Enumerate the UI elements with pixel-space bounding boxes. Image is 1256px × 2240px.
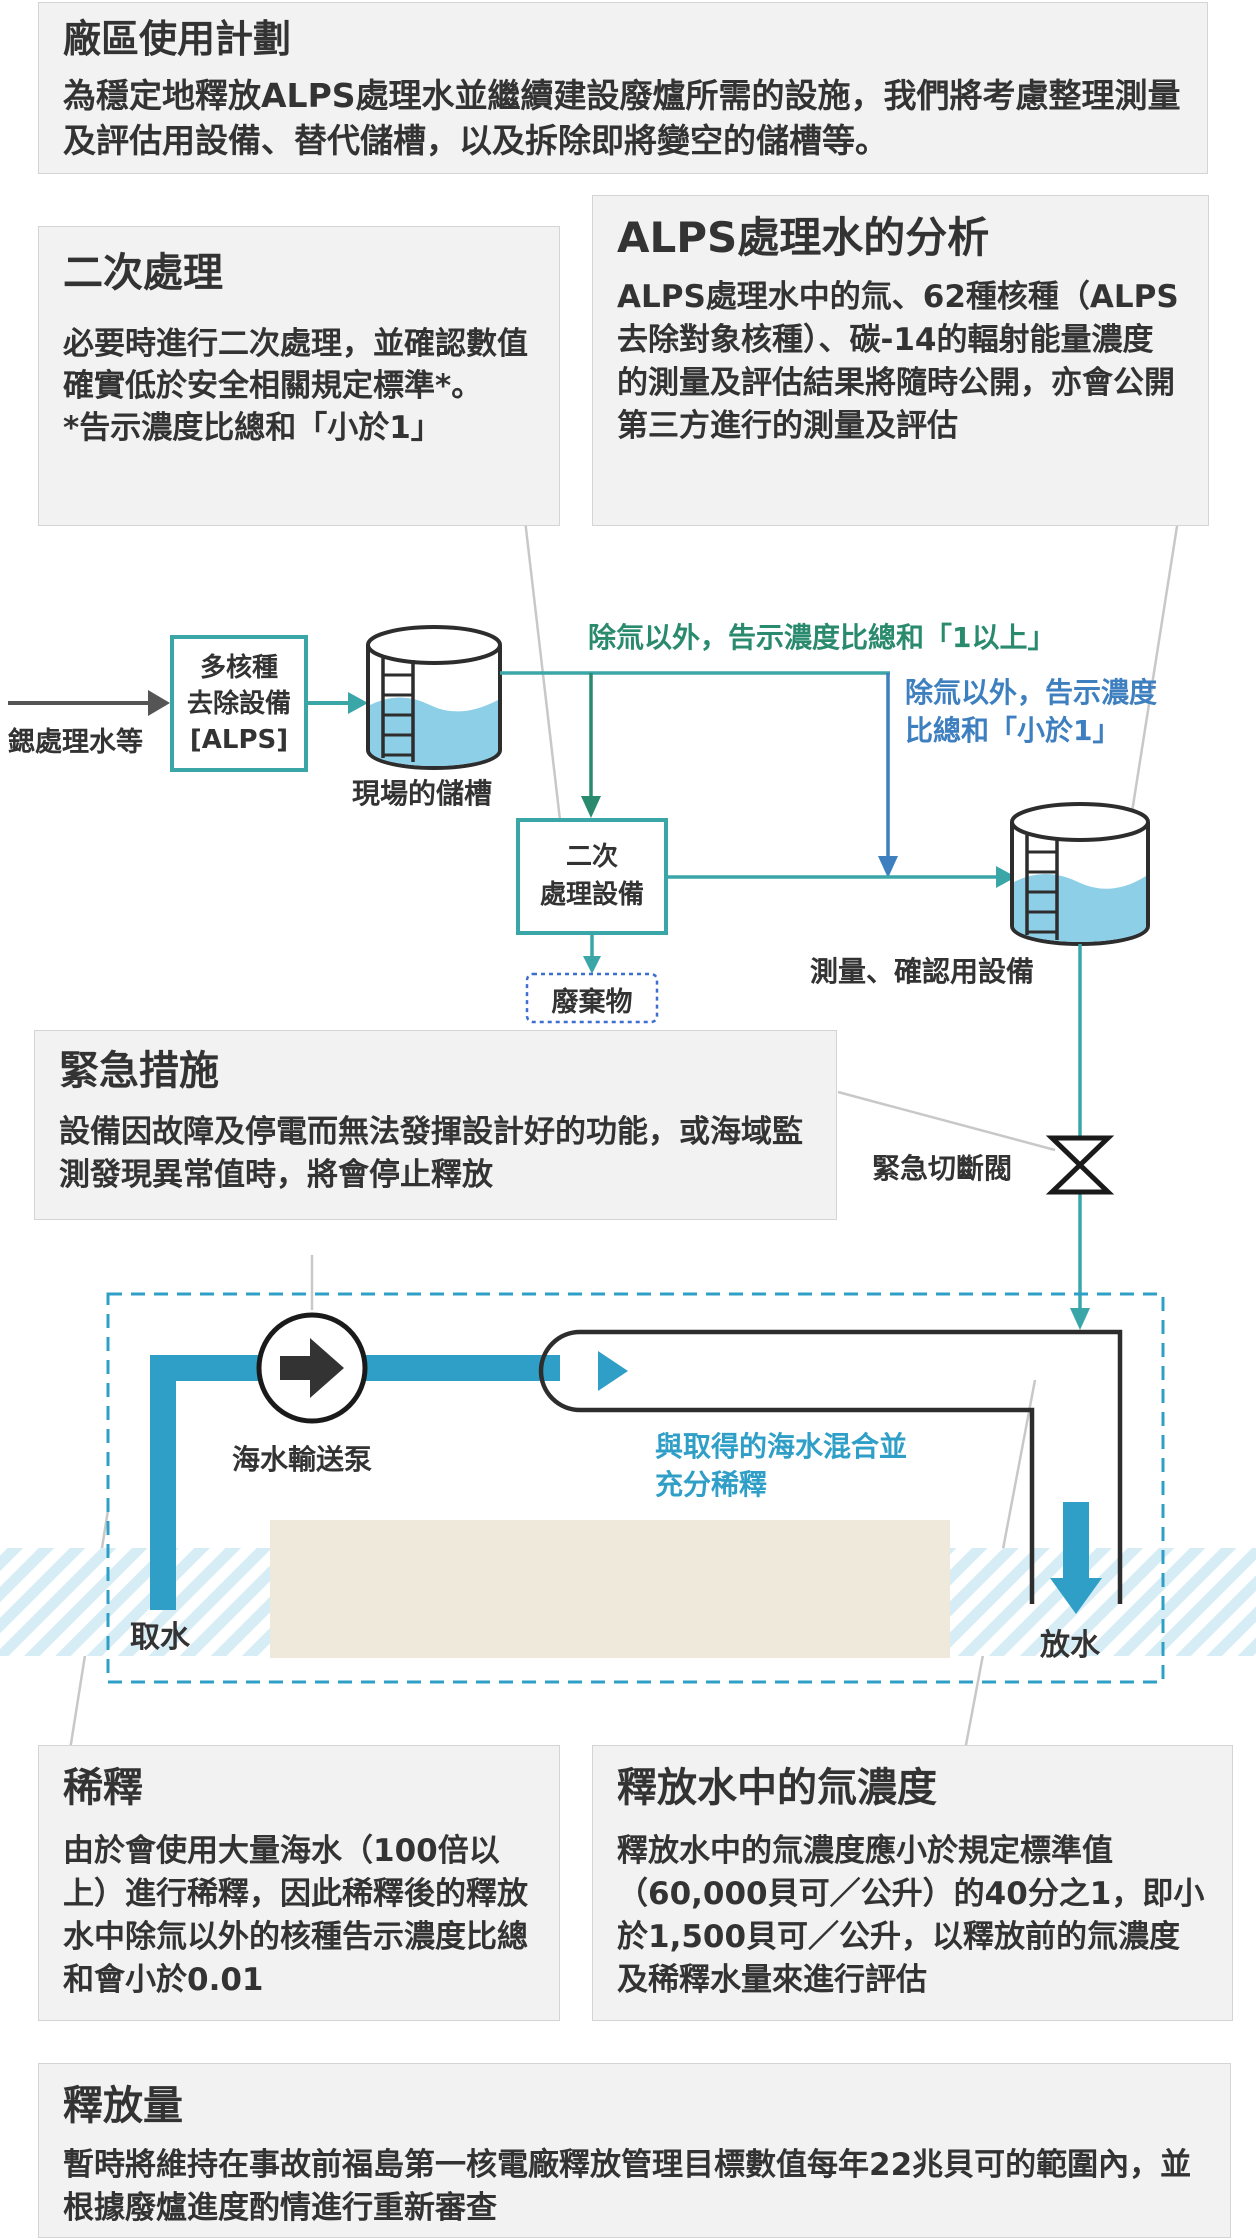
measure-label: 測量、確認用設備: [810, 955, 1035, 988]
site-storage-tank: [366, 625, 502, 770]
alps-to-tank-arrowhead: [348, 692, 368, 714]
secondary-box-line-2: 處理設備: [539, 880, 644, 910]
tritium-note: 釋放水中的氚濃度 釋放水中的氚濃度應小於規定標準值（60,000貝可／公升）的4…: [592, 1745, 1233, 2021]
secondary-box-line-1: 二次: [565, 842, 618, 872]
secondary-title: 二次處理: [63, 250, 223, 296]
emergency-title: 緊急措施: [59, 1048, 219, 1094]
amount-body: 暫時將維持在事故前福島第一核電廠釋放管理目標數值每年22兆貝可的範圍內，並根據廢…: [63, 2147, 1192, 2226]
discharge-label: 放水: [1040, 1628, 1100, 1663]
secondary-note-connector: [523, 519, 562, 821]
analysis-note: ALPS處理水的分析 ALPS處理水中的氚、62種核種（ALPS去除對象核種）、…: [592, 195, 1209, 526]
plan-note: 廠區使用計劃 為穩定地釋放ALPS處理水並繼續建設廢爐所需的設施，我們將考慮整理…: [38, 2, 1208, 174]
dilution-title: 稀釋: [63, 1765, 143, 1811]
secondary-body: 必要時進行二次處理，並確認數值確實低於安全相關規定標準*。: [63, 326, 528, 404]
emergency-note: 緊急措施 設備因故障及停電而無法發揮設計好的功能，或海域監測發現異常值時，將會停…: [34, 1030, 837, 1220]
input-label: 鍶處理水等: [8, 727, 143, 758]
tank-label: 現場的儲槽: [352, 777, 493, 810]
mix-label-line-2: 充分稀釋: [655, 1468, 768, 1501]
waste-label: 廢棄物: [551, 987, 633, 1018]
analysis-title: ALPS處理水的分析: [617, 213, 990, 262]
mixing-arrowhead: [598, 1351, 628, 1391]
plan-body: 為穩定地釋放ALPS處理水並繼續建設廢爐所需的設施，我們將考慮整理測量及評估用設…: [63, 76, 1181, 160]
alps-box: [170, 635, 308, 772]
analysis-note-connector: [1130, 519, 1180, 813]
emergency-body: 設備因故障及停電而無法發揮設計好的功能，或海域監測發現異常值時，將會停止釋放: [59, 1114, 803, 1193]
dilution-body: 由於會使用大量海水（100倍以上）進行稀釋，因此稀釋後的釋放水中除氚以外的核種告…: [63, 1833, 528, 1998]
pump-icon: [256, 1312, 368, 1424]
pump-label: 海水輸送泵: [232, 1443, 373, 1476]
secondary-to-waste-arrowhead: [583, 956, 601, 974]
ground-area: [270, 1520, 950, 1658]
amount-note: 釋放量 暫時將維持在事故前福島第一核電廠釋放管理目標數值每年22兆貝可的範圍內，…: [38, 2063, 1231, 2238]
route-lt1-label: 除氚以外，告示濃度 比總和「小於1」: [905, 674, 1157, 750]
tritium-title: 釋放水中的氚濃度: [617, 1765, 937, 1811]
intake-label: 取水: [130, 1620, 190, 1655]
secondary-footnote: *告示濃度比總和「小於1」: [63, 410, 442, 446]
emergency-note-connector: [837, 1090, 1056, 1152]
alps-box-text: 多核種 去除設備 [ALPS]: [172, 650, 306, 758]
secondary-note: 二次處理 必要時進行二次處理，並確認數值確實低於安全相關規定標準*。 *告示濃度…: [38, 226, 560, 526]
measurement-tank: [1010, 802, 1150, 946]
alps-box-line-3: [ALPS]: [189, 725, 289, 755]
dilution-loop-pipe: [538, 1329, 1123, 1604]
valve-label: 緊急切斷閥: [872, 1152, 1013, 1185]
mix-label-line-1: 與取得的海水混合並: [655, 1430, 908, 1463]
route-ge1-arrowhead: [581, 796, 601, 818]
amount-title: 釋放量: [63, 2083, 183, 2129]
tritium-body: 釋放水中的氚濃度應小於規定標準值（60,000貝可／公升）的40分之1，即小於1…: [617, 1833, 1205, 1998]
measure-to-sea-arrowhead: [1070, 1308, 1090, 1330]
intake-pipe: [150, 1355, 560, 1610]
secondary-to-measure-arrowhead: [996, 866, 1016, 888]
analysis-body: ALPS處理水中的氚、62種核種（ALPS去除對象核種）、碳-14的輻射能量濃度…: [617, 279, 1179, 444]
plan-title: 廠區使用計劃: [63, 17, 292, 61]
route-ge1-label: 除氚以外，告示濃度比總和「1以上」: [588, 621, 1056, 654]
route-lt1-line-1: 除氚以外，告示濃度: [905, 676, 1158, 709]
facility-dashed-boundary: [106, 1292, 1165, 1684]
emergency-valve-icon: [1045, 1135, 1115, 1195]
route-lt1-arrowhead: [878, 856, 898, 878]
alps-box-line-2: 去除設備: [186, 689, 291, 719]
mix-label: 與取得的海水混合並 充分稀釋: [655, 1428, 907, 1504]
secondary-box-text: 二次 處理設備: [518, 838, 666, 914]
alps-box-line-1: 多核種: [199, 653, 278, 683]
discharge-arrowhead: [1050, 1578, 1102, 1614]
waste-box: [525, 972, 659, 1024]
route-lt1-line-2: 比總和「小於1」: [905, 714, 1121, 747]
discharge-shaft: [1063, 1502, 1089, 1582]
dilution-note: 稀釋 由於會使用大量海水（100倍以上）進行稀釋，因此稀釋後的釋放水中除氚以外的…: [38, 1745, 560, 2021]
input-arrow-head: [148, 690, 170, 716]
